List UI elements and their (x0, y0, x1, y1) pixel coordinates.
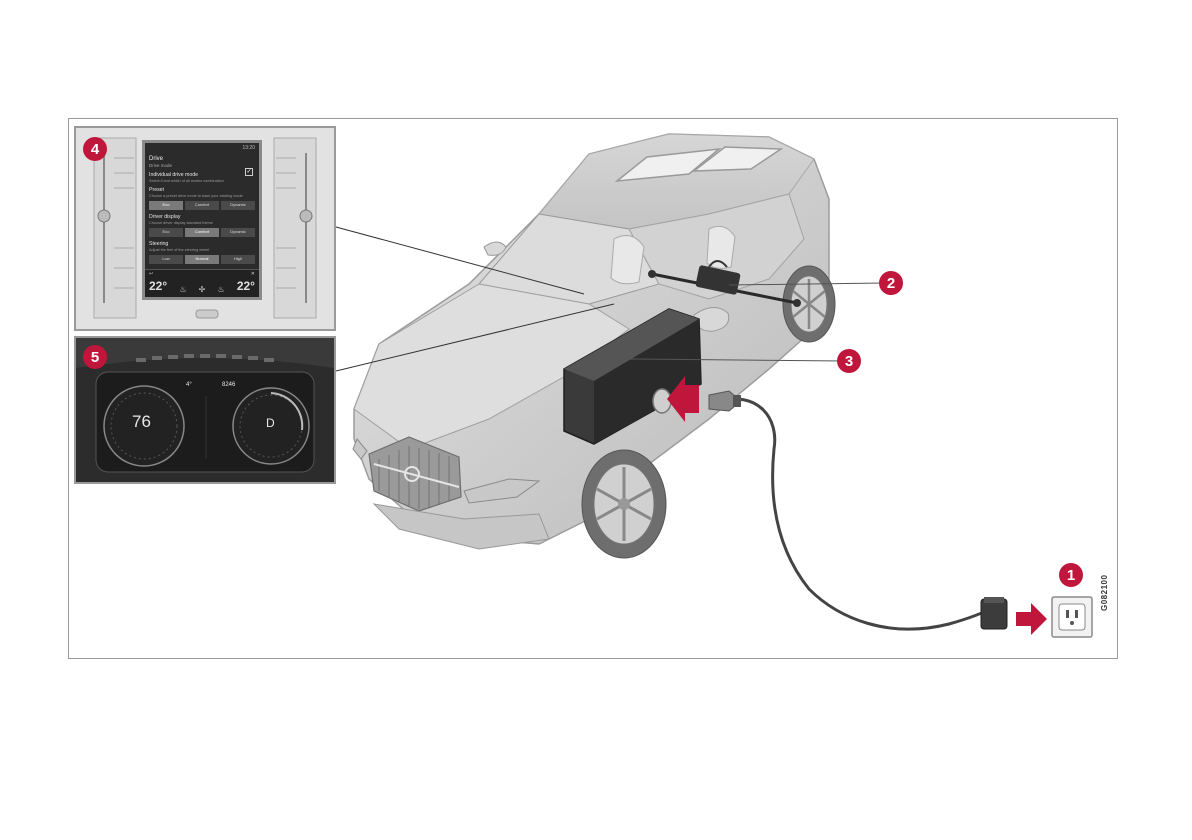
odometer-readout: 8246 (222, 382, 236, 388)
callout-1: 1 (1059, 563, 1083, 587)
seat-heat-right-icon[interactable]: ♨ (217, 284, 225, 294)
callout-5: 5 (83, 345, 107, 369)
back-icon[interactable]: ↩ (149, 271, 154, 277)
speed-readout: 76 (132, 412, 151, 431)
front-grille (368, 436, 462, 512)
driver-display-label: Driver display (149, 214, 181, 221)
preset-desc: Choose a preset drive mode to base your … (149, 194, 243, 199)
individual-drive-desc: Select if and which of all modes combina… (149, 178, 224, 183)
charge-port (652, 388, 672, 414)
seat-heat-icon[interactable]: ♨ (179, 284, 187, 294)
driver-display-options: Eco Comfort Dynamic (149, 228, 255, 237)
outside-temp-readout: 4° (186, 382, 192, 388)
battery-pack (563, 308, 702, 445)
checkbox-icon[interactable]: ✓ (245, 168, 253, 176)
callout-4: 4 (83, 137, 107, 161)
front-wheel (581, 449, 667, 559)
hood (353, 283, 630, 450)
rear-wheel (782, 265, 836, 343)
steering-options: Low Normal High (149, 255, 255, 264)
callout-2: 2 (879, 271, 903, 295)
driver-display-option-comfort[interactable]: Comfort (185, 228, 219, 237)
temp-right[interactable]: 22° (236, 279, 255, 294)
driver-display-option-eco[interactable]: Eco (149, 228, 183, 237)
screen-title: Drive (149, 155, 164, 162)
steering-desc: Adjust the feel of the steering wheel (149, 247, 210, 252)
preset-options: Eco Comfort Dynamic (149, 201, 255, 211)
infotainment-screen: 13:20 Drive Drive mode Individual drive … (142, 140, 262, 300)
steering-label: Steering (149, 240, 169, 247)
charge-arrow-icon (667, 376, 699, 422)
steering-servo (648, 260, 801, 307)
center-display-inset: 13:20 Drive Drive mode Individual drive … (74, 126, 336, 331)
diagram-frame: 13:20 Drive Drive mode Individual drive … (68, 118, 1118, 659)
driver-display-option-dynamic[interactable]: Dynamic (221, 228, 255, 237)
charger-box (980, 598, 1008, 630)
close-icon[interactable]: ✕ (250, 271, 255, 277)
steering-option-normal[interactable]: Normal (185, 255, 219, 264)
steering-option-low[interactable]: Low (149, 255, 183, 264)
individual-drive-label: Individual drive mode (149, 171, 199, 178)
fan-icon[interactable]: ✢ (198, 284, 206, 294)
climate-bar: ↩ ✕ 22° ♨ ✢ ♨ 22° (145, 269, 259, 297)
status-time: 13:20 (242, 145, 255, 151)
callout-3: 3 (837, 349, 861, 373)
preset-option-dynamic[interactable]: Dynamic (221, 201, 255, 211)
steering-option-high[interactable]: High (221, 255, 255, 264)
charging-cable (713, 397, 995, 631)
instrument-cluster (76, 338, 334, 473)
preset-option-comfort[interactable]: Comfort (185, 201, 219, 211)
temp-left[interactable]: 22° (149, 279, 168, 294)
image-code: G082100 (1100, 574, 1109, 611)
wall-outlet (1051, 596, 1093, 638)
driver-display-desc: Choose driver display standard theme (149, 221, 213, 226)
preset-option-eco[interactable]: Eco (149, 201, 183, 211)
screen-subtitle: Drive mode (149, 162, 173, 168)
preset-label: Preset (149, 187, 164, 194)
sunroof (614, 147, 722, 182)
gear-readout: D (266, 416, 275, 430)
driver-display-inset: 76 D 8246 4° 5 (74, 336, 336, 484)
car-illustration (335, 133, 1093, 638)
outlet-arrow-icon (1016, 603, 1047, 635)
